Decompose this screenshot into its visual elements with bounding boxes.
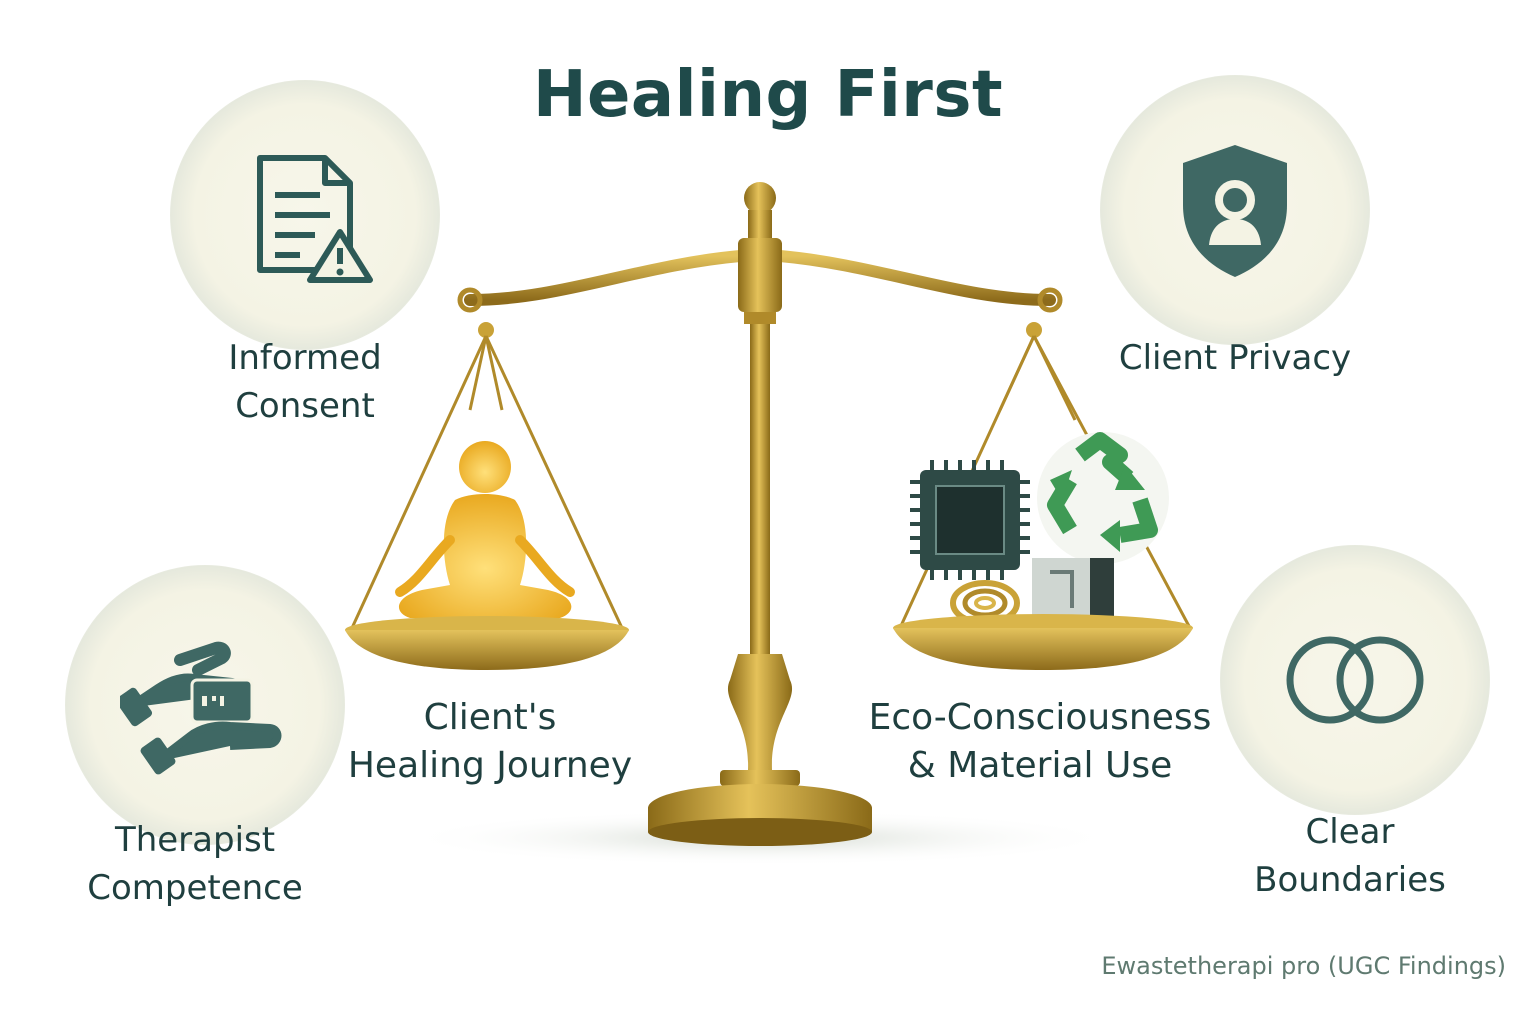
therapist-competence-label: Therapist Competence: [45, 816, 345, 912]
microchip-icon: [910, 460, 1030, 580]
interlocking-rings-icon: [1286, 636, 1424, 724]
clear-boundaries-badge: [1220, 545, 1490, 815]
client-privacy-label: Client Privacy: [1080, 334, 1390, 382]
therapist-competence-badge: [65, 565, 345, 845]
informed-consent-line2: Consent: [235, 386, 375, 426]
shield-user-icon: [1183, 145, 1287, 277]
clear-boundaries-line2: Boundaries: [1254, 860, 1446, 900]
eco-consciousness-label: Eco-Consciousness & Material Use: [840, 694, 1240, 790]
page-title: Healing First: [532, 58, 1004, 132]
coil-icon: [950, 580, 1020, 626]
therapist-competence-line1: Therapist: [114, 820, 276, 860]
informed-consent-label: Informed Consent: [170, 334, 440, 430]
healing-journey-label: Client's Healing Journey: [320, 694, 660, 790]
healing-journey-line1: Client's: [423, 697, 557, 738]
recycle-icon: [1037, 432, 1169, 564]
clear-boundaries-label: Clear Boundaries: [1200, 808, 1500, 904]
footer-source: Ewastetherapi pro (UGC Findings): [1101, 952, 1506, 980]
client-privacy-line1: Client Privacy: [1118, 338, 1352, 378]
eco-consciousness-line1: Eco-Consciousness: [868, 697, 1212, 738]
clear-boundaries-line1: Clear: [1305, 812, 1395, 852]
eco-consciousness-line2: & Material Use: [907, 745, 1173, 786]
balance-scale: [345, 182, 1193, 866]
metal-block-icon: [1032, 558, 1114, 624]
healing-journey-line2: Healing Journey: [347, 745, 633, 786]
meditating-person-icon: [395, 441, 575, 618]
informed-consent-line1: Informed: [228, 338, 382, 378]
hand-card-icon: [120, 641, 282, 775]
informed-consent-badge: [170, 80, 440, 350]
client-privacy-badge: [1100, 75, 1370, 345]
therapist-competence-line2: Competence: [87, 868, 303, 908]
document-warning-icon: [257, 155, 373, 283]
